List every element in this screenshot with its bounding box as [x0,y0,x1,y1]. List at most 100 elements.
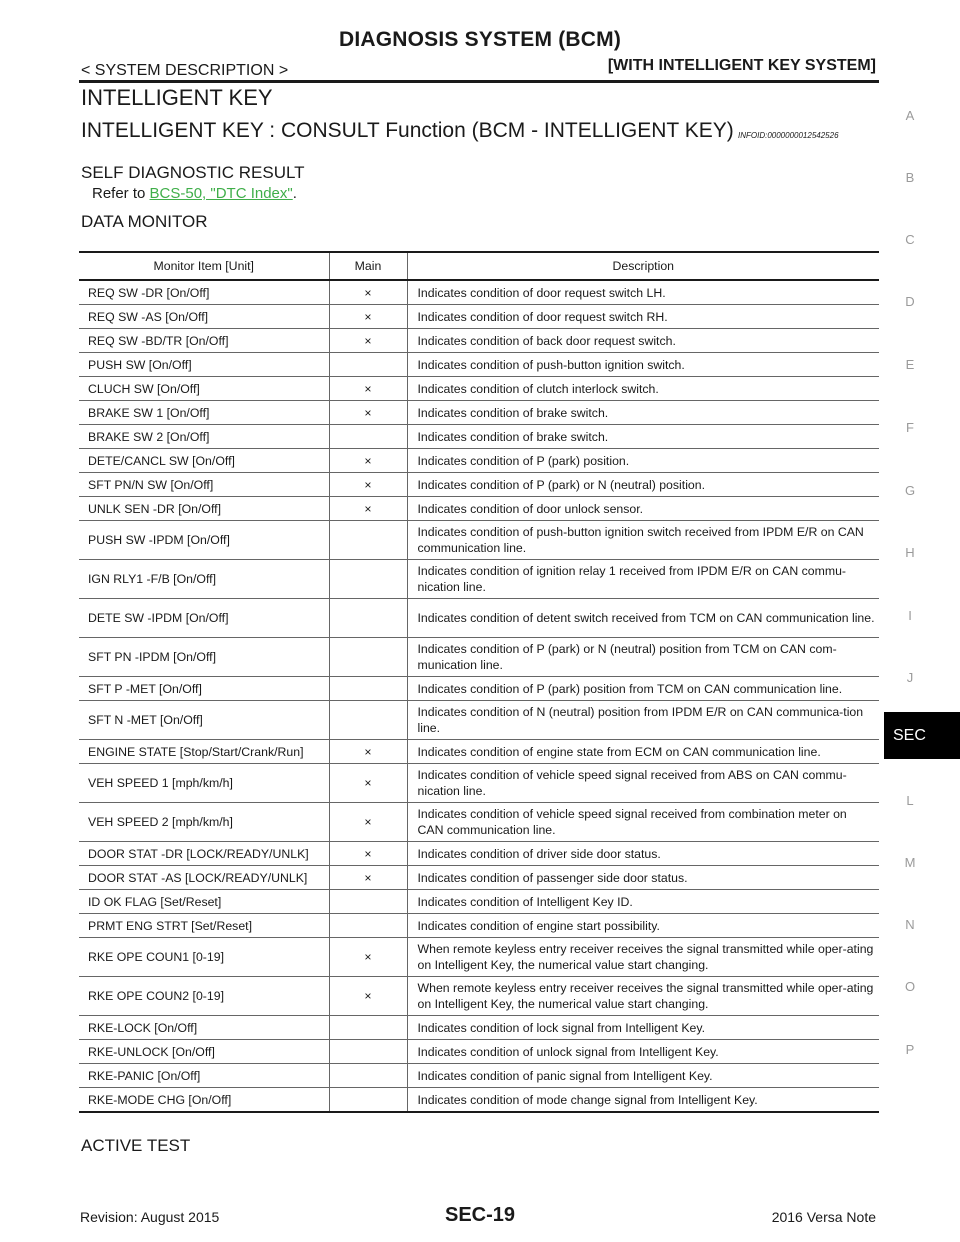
description-cell: Indicates condition of detent switch rec… [407,598,879,638]
table-row: BRAKE SW 2 [On/Off] Indicates condition o… [79,424,879,449]
main-mark-cell: × [328,472,408,497]
side-index-letter[interactable]: B [905,170,915,185]
table-row: CLUCH SW [On/Off]×Indicates condition of… [79,376,879,401]
monitor-item-cell: DETE/CANCL SW [On/Off] [79,448,329,473]
refer-line: Refer to BCS-50, "DTC Index". [92,185,297,202]
main-mark-cell [328,913,408,938]
side-index-letter[interactable]: D [905,294,915,309]
description-cell: Indicates condition of vehicle speed sig… [407,802,879,842]
main-mark-cell [328,598,408,638]
side-index-letter[interactable]: E [905,357,915,372]
side-index-letter[interactable]: M [904,855,916,870]
description-cell: Indicates condition of ignition relay 1 … [407,559,879,599]
main-mark-cell [328,700,408,740]
table-row: RKE-PANIC [On/Off]Indicates condition of… [79,1063,879,1088]
table-row: PUSH SW -IPDM [On/Off] Indicates conditio… [79,520,879,560]
monitor-item-cell: SFT N -MET [On/Off] [79,700,329,740]
header-rule [79,80,879,83]
table-row: VEH SPEED 2 [mph/km/h]×Indicates conditi… [79,802,879,842]
monitor-item-cell: PUSH SW [On/Off] [79,352,329,377]
monitor-item-cell: UNLK SEN -DR [On/Off] [79,496,329,521]
monitor-item-cell: ID OK FLAG [Set/Reset] [79,889,329,914]
main-mark-cell: × [328,739,408,764]
monitor-item-cell: VEH SPEED 2 [mph/km/h] [79,802,329,842]
table-row: DOOR STAT -AS [LOCK/READY/UNLK]×Indicate… [79,865,879,890]
description-cell: Indicates condition of N (neutral) posit… [407,700,879,740]
monitor-item-cell: RKE-PANIC [On/Off] [79,1063,329,1088]
table-row: REQ SW -BD/TR [On/Off]×Indicates conditi… [79,328,879,353]
description-cell: Indicates condition of door request swit… [407,304,879,329]
side-index-letter[interactable]: I [908,608,912,623]
main-mark-cell [328,637,408,677]
side-index-letter[interactable]: F [906,420,914,435]
data-monitor-table: Monitor Item [Unit] Main Description REQ… [79,251,879,1113]
monitor-item-cell: CLUCH SW [On/Off] [79,376,329,401]
header-section-label: < SYSTEM DESCRIPTION > [81,62,289,79]
description-cell: When remote keyless entry receiver recei… [407,976,879,1016]
side-index-letter[interactable]: O [904,979,916,994]
footer-page-number: SEC-19 [444,1204,516,1226]
table-row: VEH SPEED 1 [mph/km/h]×Indicates conditi… [79,763,879,803]
main-mark-cell [328,1039,408,1064]
self-diagnostic-heading: SELF DIAGNOSTIC RESULT [81,163,305,182]
monitor-item-cell: DOOR STAT -DR [LOCK/READY/UNLK] [79,841,329,866]
side-index-letter[interactable]: P [905,1042,915,1057]
main-mark-cell: × [328,280,408,305]
footer-model: 2016 Versa Note [771,1209,876,1225]
monitor-item-cell: BRAKE SW 2 [On/Off] [79,424,329,449]
table-row: DOOR STAT -DR [LOCK/READY/UNLK]×Indicate… [79,841,879,866]
description-cell: Indicates condition of vehicle speed sig… [407,763,879,803]
table-row: RKE OPE COUN2 [0-19]×When remote keyless… [79,976,879,1016]
monitor-item-cell: PUSH SW -IPDM [On/Off] [79,520,329,560]
side-index-letter[interactable]: G [904,483,916,498]
main-mark-cell [328,1063,408,1088]
table-row: SFT P -MET [On/Off]Indicates condition o… [79,676,879,701]
dtc-index-link[interactable]: BCS-50, "DTC Index" [149,185,293,202]
description-cell: Indicates condition of engine state from… [407,739,879,764]
side-index-letter[interactable]: A [905,108,915,123]
description-cell: Indicates condition of push-button ignit… [407,520,879,560]
main-mark-cell [328,1015,408,1040]
info-id: INFOID:0000000012542526 [738,131,839,140]
main-mark-cell [328,676,408,701]
main-mark-cell [328,352,408,377]
description-cell: Indicates condition of door request swit… [407,280,879,305]
table-row: RKE OPE COUN1 [0-19]×When remote keyless… [79,937,879,977]
subsection-title: INTELLIGENT KEY : CONSULT Function (BCM … [81,119,734,142]
page-header-title: DIAGNOSIS SYSTEM (BCM) [338,28,622,51]
monitor-item-cell: ENGINE STATE [Stop/Start/Crank/Run] [79,739,329,764]
monitor-item-cell: DOOR STAT -AS [LOCK/READY/UNLK] [79,865,329,890]
main-mark-cell: × [328,304,408,329]
main-mark-cell: × [328,496,408,521]
main-mark-cell: × [328,937,408,977]
table-row: SFT PN -IPDM [On/Off]Indicates condition… [79,637,879,677]
monitor-item-cell: REQ SW -BD/TR [On/Off] [79,328,329,353]
side-index-letter[interactable]: N [905,917,915,932]
description-cell: Indicates condition of P (park) or N (ne… [407,472,879,497]
description-cell: Indicates condition of mode change signa… [407,1087,879,1113]
main-mark-cell [328,889,408,914]
monitor-item-cell: BRAKE SW 1 [On/Off] [79,400,329,425]
footer-revision: Revision: August 2015 [80,1209,220,1225]
description-cell: Indicates condition of push-button ignit… [407,352,879,377]
main-mark-cell: × [328,976,408,1016]
description-cell: Indicates condition of unlock signal fro… [407,1039,879,1064]
column-header-item: Monitor Item [Unit] [79,251,329,281]
main-mark-cell [328,520,408,560]
description-cell: Indicates condition of lock signal from … [407,1015,879,1040]
side-index-letter[interactable]: C [905,232,915,247]
side-tab-active[interactable]: SEC [884,712,960,759]
table-row: IGN RLY1 -F/B [On/Off] Indicates conditio… [79,559,879,599]
side-index-letter[interactable]: J [906,670,914,685]
main-mark-cell: × [328,328,408,353]
monitor-item-cell: IGN RLY1 -F/B [On/Off] [79,559,329,599]
table-row: REQ SW -AS [On/Off]×Indicates condition … [79,304,879,329]
description-cell: When remote keyless entry receiver recei… [407,937,879,977]
description-cell: Indicates condition of brake switch. [407,424,879,449]
monitor-item-cell: RKE OPE COUN2 [0-19] [79,976,329,1016]
main-mark-cell [328,1087,408,1113]
side-index-letter[interactable]: L [906,793,914,808]
refer-suffix: . [292,185,297,202]
side-index-letter[interactable]: H [905,545,915,560]
monitor-item-cell: RKE-LOCK [On/Off] [79,1015,329,1040]
